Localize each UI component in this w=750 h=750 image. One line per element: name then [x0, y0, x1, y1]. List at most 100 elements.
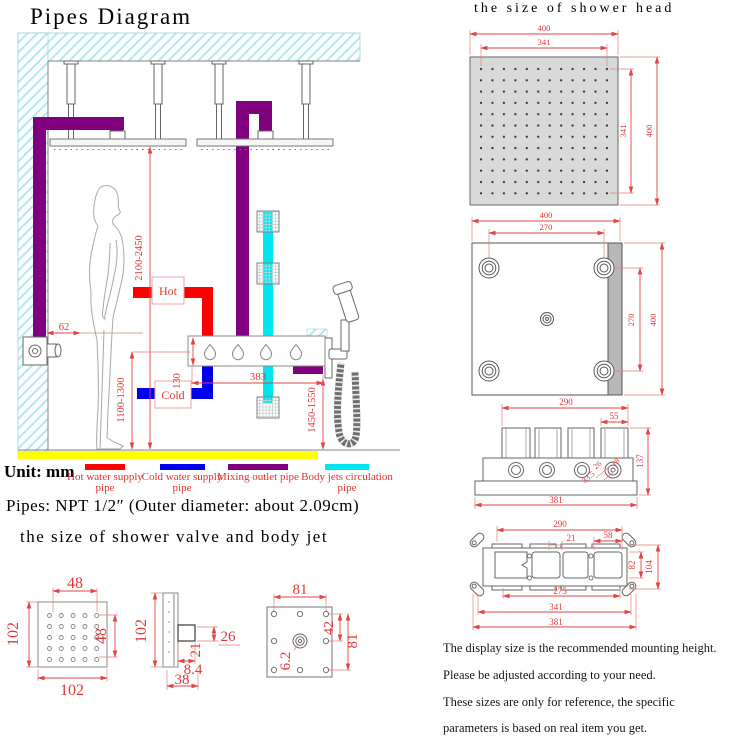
pipes-dimensions: 2100-2450 1100-1300 1450-1550 62 130 383: [46, 146, 326, 450]
legend-label-hot: Hot water supply pipe: [67, 471, 143, 494]
dim-label: 48: [67, 575, 83, 592]
jet-side-ticks: [168, 601, 170, 653]
valve-outlets: [508, 461, 622, 479]
dim-label: 81: [293, 582, 308, 598]
ceiling-hatch: [17, 32, 361, 62]
valve-body-jet-title: the size of shower valve and body jet: [20, 527, 329, 546]
legend-label-mix: Mixing outlet pipe: [217, 471, 299, 483]
dim-label: 21: [567, 533, 576, 543]
legend-swatch-jets: [325, 464, 369, 470]
ear: [469, 581, 485, 597]
dim-label: 2100-2450: [134, 235, 145, 281]
head-nozzle-field: [476, 63, 612, 200]
dim-label: 381: [549, 495, 563, 505]
jet-nozzle: [177, 624, 196, 642]
module: [494, 551, 528, 579]
body-jets: [256, 210, 280, 419]
hand-shower: [328, 281, 361, 448]
note-line: parameters is based on real item you get…: [443, 721, 648, 735]
module: [593, 551, 623, 579]
dim-label: 102: [133, 619, 150, 643]
unit-label: Unit: mm: [4, 462, 75, 481]
hand-shower-head: [332, 281, 360, 323]
dim-label: 341: [618, 125, 628, 138]
valve-front-view: 290 21 58 82 104 275 341 381: [469, 519, 661, 630]
shower-plate-2: [196, 138, 334, 147]
cold-label: Cold: [161, 388, 184, 402]
dim-label: 26: [221, 629, 237, 645]
dim-label: 400: [648, 314, 658, 327]
cold-label-box: [154, 380, 192, 409]
dim-label: 102: [60, 682, 84, 699]
note-line: Please be adjusted according to your nee…: [443, 668, 656, 682]
dim-label: 400: [644, 125, 654, 138]
dim-label: 1450-1550: [307, 387, 318, 433]
pipes-diagram-title: Pipes Diagram: [30, 4, 193, 29]
jet-nozzle-grid: [46, 609, 104, 663]
inlet: [540, 312, 554, 326]
hose-coil-texture: [334, 362, 361, 448]
ear: [469, 532, 485, 548]
dim-label: 1100-1300: [116, 377, 127, 422]
floor-strip: [18, 451, 318, 459]
note-line: These sizes are only for reference, the …: [443, 695, 675, 709]
dim-label: 21: [188, 643, 204, 658]
ear: [621, 532, 637, 548]
module: [562, 551, 589, 579]
dim-label: 383: [250, 371, 267, 383]
module: [531, 551, 561, 579]
dim-label: 38: [175, 672, 190, 688]
dim-label: 42: [322, 621, 337, 635]
rod: [298, 60, 314, 140]
rod: [211, 60, 227, 140]
dim-label: 137: [635, 454, 645, 468]
legend-swatch-mix: [228, 464, 288, 470]
shower-head-title: the size of shower head: [474, 1, 675, 16]
legend-swatch-cold: [160, 464, 205, 470]
body-jet: [256, 210, 280, 233]
dim-label: 48: [93, 628, 110, 644]
dim-label: 102: [5, 622, 22, 646]
dim-label: 55: [610, 411, 620, 421]
legend-label-jets: Body jets circulation pipe: [301, 471, 393, 494]
dim-label: 341: [549, 602, 563, 612]
boss: [593, 257, 615, 279]
dim-label: 18: [609, 456, 621, 468]
valve-modules: [494, 551, 623, 579]
dim-label: 400: [540, 210, 553, 220]
boss: [478, 360, 500, 382]
dim-label: 104: [644, 560, 654, 574]
wall-valve-fixture: [22, 336, 62, 366]
jet-side-view: [162, 592, 179, 668]
dim-label: 130: [172, 373, 183, 389]
boss: [593, 360, 615, 382]
note-line: The display size is the recommended moun…: [443, 641, 717, 655]
valve-mount-plate: [266, 606, 333, 678]
pipes-diagram: Hot Cold 2100-2450 1100-1300 1450-1550 6…: [17, 32, 400, 459]
dim-label: 290: [559, 397, 573, 407]
hot-label: Hot: [159, 284, 178, 298]
dim-label: 62: [59, 322, 70, 333]
dim-label: 270: [540, 222, 553, 232]
body-jet-drawings: 48 102 48 102 102 26 21 8.4 38: [5, 575, 361, 699]
ceiling-shower-heads: [49, 130, 334, 150]
thermostatic-valve: [187, 328, 333, 379]
dim-label: 26: [591, 459, 603, 471]
dim-label: 6.2: [278, 652, 294, 671]
dim-label: 400: [538, 23, 551, 33]
valve-base-plate: [474, 480, 638, 496]
body-jet: [256, 396, 280, 419]
valve-side-view: 290 55 137 381 26 33.5 18: [474, 397, 651, 509]
handle: [340, 319, 350, 352]
dim-label: 381: [549, 617, 563, 627]
valve-knob-stack: [501, 427, 629, 459]
legend-label-cold: Cold water supply pipe: [141, 471, 223, 494]
plate-center-outlet: [292, 633, 308, 649]
rod: [150, 60, 166, 140]
shower-head-drawings: 400 341 341 400 400 270 270 400: [469, 23, 665, 396]
dim-label: 58: [604, 530, 614, 540]
dim-label: 82: [627, 561, 637, 570]
dim-label: 81: [345, 634, 361, 649]
